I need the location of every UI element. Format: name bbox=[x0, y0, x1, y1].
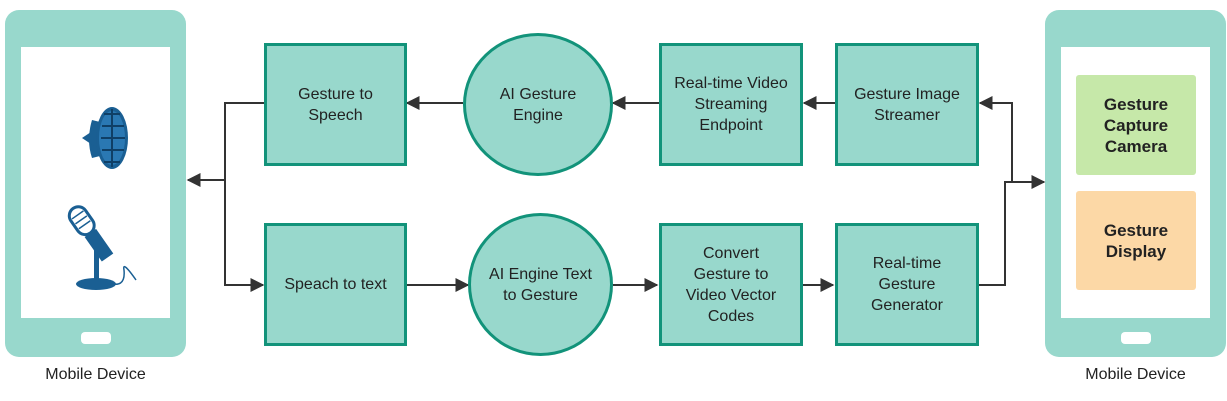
arrow-device-to-speech-text bbox=[224, 180, 265, 292]
microphone-icon bbox=[67, 205, 137, 290]
right-device-label: Mobile Device bbox=[1085, 366, 1186, 383]
convert-gesture-to-video-vector-codes-node: Convert Gesture to Video Vector Codes bbox=[659, 223, 803, 346]
ai-engine-text-to-gesture-node: AI Engine Text to Gesture bbox=[468, 213, 613, 356]
gesture-to-speech-node: Gesture to Speech bbox=[264, 43, 407, 166]
gesture-capture-camera-card: Gesture Capture Camera bbox=[1076, 75, 1196, 175]
ai-gesture-engine-node: AI Gesture Engine bbox=[463, 33, 613, 176]
gesture-image-streamer-node: Gesture Image Streamer bbox=[835, 43, 979, 166]
right-home-button bbox=[1121, 332, 1151, 344]
left-home-button bbox=[81, 332, 111, 344]
arrow-gesture-speech-to-device bbox=[186, 102, 264, 187]
arrow-device-to-streamer bbox=[978, 96, 1013, 183]
speaker-icon bbox=[82, 107, 128, 169]
speech-to-text-node: Speach to text bbox=[264, 223, 407, 346]
real-time-video-streaming-endpoint-node: Real-time Video Streaming Endpoint bbox=[659, 43, 803, 166]
left-mobile-device bbox=[5, 10, 186, 357]
arrow-generator-to-device bbox=[978, 175, 1046, 286]
gesture-display-card: Gesture Display bbox=[1076, 191, 1196, 290]
real-time-gesture-generator-node: Real-time Gesture Generator bbox=[835, 223, 979, 346]
left-device-label: Mobile Device bbox=[45, 366, 146, 383]
